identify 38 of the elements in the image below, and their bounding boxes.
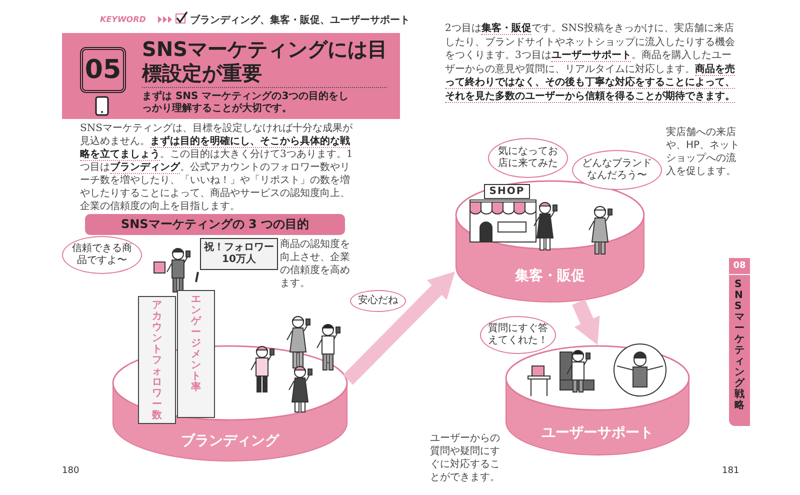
header-banner [62,33,400,119]
platform-label: ユーザーサポート [540,424,654,442]
speech-text: どんなブランドなんだろう〜 [581,158,653,182]
speech-text: 安心だね [358,295,398,307]
number-text: 05 [84,55,122,85]
shop-sign [484,184,530,199]
caption-text: 実店舗への来店や、HP、ネットショップへの流入を促します。 [666,126,741,178]
speech-text: 信頼できる商品ですよ〜 [71,243,133,267]
body-paragraph: SNSマーケティングは、目標を設定しなければ十分な成果が見込めません。まずは目的を明確にし、そこから具体的な戦略を立てましょう。この目的は大きく分けて3つあります。1つ目はブランディング。公式アカウントのフォロワー数やリーチ数を増やしたり、「いいね！」や「リポスト」の数を増やしたりすることによって、商品やサービスの認知度向上、企業の信頼度の向上を目指します。 [80,122,354,213]
pillar-block [138,296,176,424]
page-number: 181 [722,466,740,476]
heading-text: SNSマーケティングの 3 つの目的 [120,216,310,233]
pillar-text: エンゲージメント率 [191,294,201,395]
caption-text: 商品の認知度を向上させ、企業の信頼度を高めます。 [280,238,351,290]
speech-bubble [480,316,556,354]
flow-arrow [343,272,455,385]
sign-text: SHOP [489,186,525,198]
keyword-label: KEYWORD [100,15,147,24]
pillar-text: アカウントフォロワー数 [152,300,162,423]
section-heading [85,214,345,235]
platform-label: 集客・販促 [514,267,586,285]
speech-text: 気になってお店に来てみた [497,146,559,170]
body-paragraph: 2つ目は集客・販促です。SNS投稿をきっかけに、実店舗に来店したり、ブランドサイトやネットショップに流入したりする機会をつくります。3つ目はユーザーサポート。商品を購入したユーザーからの意見や質問に、リアルタイムに対応します。商品を売って終わりではなく、その後も丁寧な対応をすることによって、それを見た多数のユーザーから信頼を得ることが期待できます。 [445,22,735,104]
page-number: 180 [62,466,80,476]
tab-number: 08 [729,258,750,275]
speech-text: 質問にすぐ答えてくれた！ [488,323,548,347]
flow-arrow [572,299,600,345]
chapter-tab [729,258,750,426]
platform-label: ブランディング [180,432,280,450]
speech-bubble [350,290,406,312]
keyword-list: ブランディング、集客・販促、ユーザーサポート [190,13,420,27]
caption-text: ユーザーからの質問や疑問にすぐに対応することができます。 [430,432,501,484]
pillar-block [177,290,215,418]
subtitle-text: まずは SNS マーケティングの3つの目的をしっかり理解することが大切です。 [142,91,350,115]
section-number [80,47,126,93]
page-title: SNSマーケティングには目標設定が重要 [142,37,389,85]
tab-title: SNSマーケティング戦略 [734,279,744,411]
flag-text: 祝！フォロワー10万人 [202,242,275,266]
